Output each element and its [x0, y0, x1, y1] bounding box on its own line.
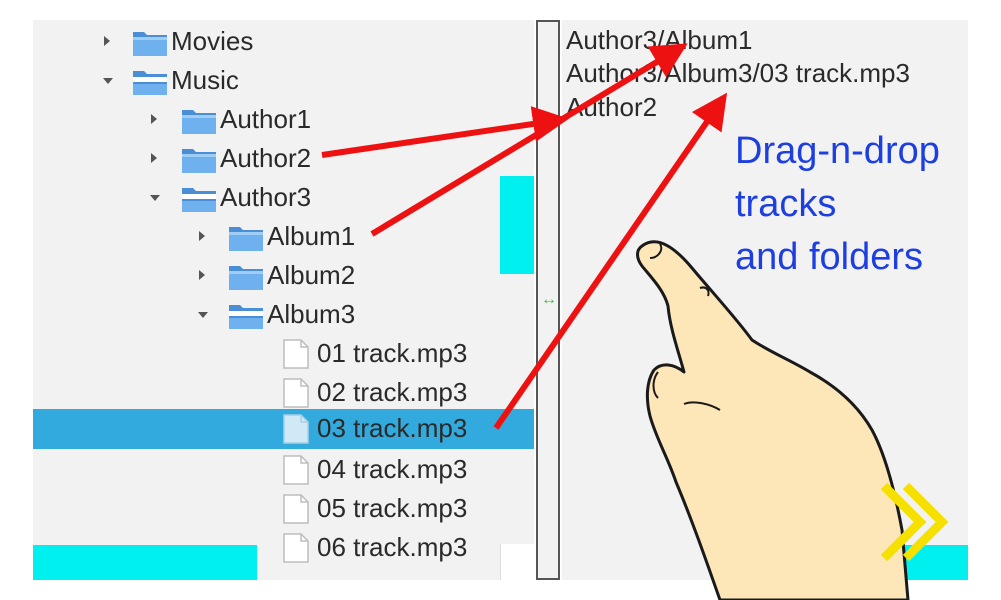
tree-item-05-track[interactable]: 05 track.mp3	[33, 489, 534, 528]
drop-list-item[interactable]: Author3/Album3/03 track.mp3	[566, 58, 910, 88]
tree-item-label: Author3	[220, 182, 312, 212]
tree-item-album3[interactable]: Album3	[33, 295, 534, 334]
tree-item-04-track[interactable]: 04 track.mp3	[33, 450, 534, 489]
folder-icon	[133, 32, 167, 56]
tree-item-movies[interactable]: Movies	[33, 22, 534, 61]
tree-item-label: 01 track.mp3	[317, 338, 468, 368]
tree-item-label: Author1	[220, 104, 312, 134]
hint-line: and folders	[735, 236, 924, 278]
chevron-right-icon[interactable]	[151, 114, 157, 124]
folder-icon	[229, 227, 263, 251]
tree-item-02-track[interactable]: 02 track.mp3	[33, 373, 534, 412]
scroll-corner	[500, 544, 534, 580]
chevron-right-icon[interactable]	[199, 231, 205, 241]
file-icon	[283, 455, 309, 485]
file-icon	[283, 533, 309, 563]
tree-item-01-track[interactable]: 01 track.mp3	[33, 334, 534, 373]
tree-item-label: Music	[171, 65, 239, 95]
accent-block	[33, 545, 257, 580]
scrollbar-thumb[interactable]	[500, 176, 534, 274]
file-icon	[283, 494, 309, 524]
tree-item-label: 04 track.mp3	[317, 454, 468, 484]
drag-drop-hint: Drag-n-drop tracks and folders	[735, 125, 985, 284]
tree-item-author2[interactable]: Author2	[33, 139, 534, 178]
tree-item-author1[interactable]: Author1	[33, 100, 534, 139]
chevron-down-icon[interactable]	[103, 78, 113, 84]
chevron-down-icon[interactable]	[198, 312, 208, 318]
folder-icon	[182, 149, 216, 173]
tree-item-label: 06 track.mp3	[317, 532, 468, 562]
tree-item-author3[interactable]: Author3	[33, 178, 534, 217]
tree-item-label: Album1	[267, 221, 356, 251]
drop-list-item[interactable]: Author2	[566, 92, 658, 122]
hint-line: tracks	[735, 183, 837, 225]
chevron-right-icon[interactable]	[104, 36, 110, 46]
folder-icon	[182, 110, 216, 134]
resize-horizontal-icon[interactable]: ↔	[541, 291, 557, 308]
chevron-right-icon[interactable]	[151, 153, 157, 163]
accent-block	[725, 545, 968, 580]
chevron-down-icon[interactable]	[150, 195, 160, 201]
drop-list[interactable]: Author3/Album1 Author3/Album3/03 track.m…	[562, 20, 968, 580]
tree-item-label: 03 track.mp3	[317, 413, 468, 443]
panel-splitter[interactable]: ↔	[536, 20, 560, 580]
folder-open-icon	[229, 305, 263, 329]
folder-icon	[229, 266, 263, 290]
tree-item-label: Movies	[171, 26, 254, 56]
folder-open-icon	[182, 188, 216, 212]
chevron-right-icon[interactable]	[199, 270, 205, 280]
file-icon	[283, 378, 309, 408]
tree-item-label: 05 track.mp3	[317, 493, 468, 523]
tree-item-album1[interactable]: Album1	[33, 217, 534, 256]
tree-item-label: Album2	[267, 260, 356, 290]
file-icon	[283, 339, 309, 369]
tree-item-label: 02 track.mp3	[317, 377, 468, 407]
tree-item-music[interactable]: Music	[33, 61, 534, 100]
folder-open-icon	[133, 71, 167, 95]
tree-item-06-track[interactable]: 06 track.mp3	[33, 528, 534, 567]
folder-tree[interactable]: Movies Music Author1	[33, 20, 534, 580]
hint-line: Drag-n-drop	[735, 130, 940, 172]
tree-item-label: Album3	[267, 299, 356, 329]
tree-item-label: Author2	[220, 143, 312, 173]
drop-list-item[interactable]: Author3/Album1	[566, 25, 753, 55]
file-icon	[283, 414, 309, 444]
tree-item-album2[interactable]: Album2	[33, 256, 534, 295]
tree-item-03-track[interactable]: 03 track.mp3	[33, 409, 534, 449]
